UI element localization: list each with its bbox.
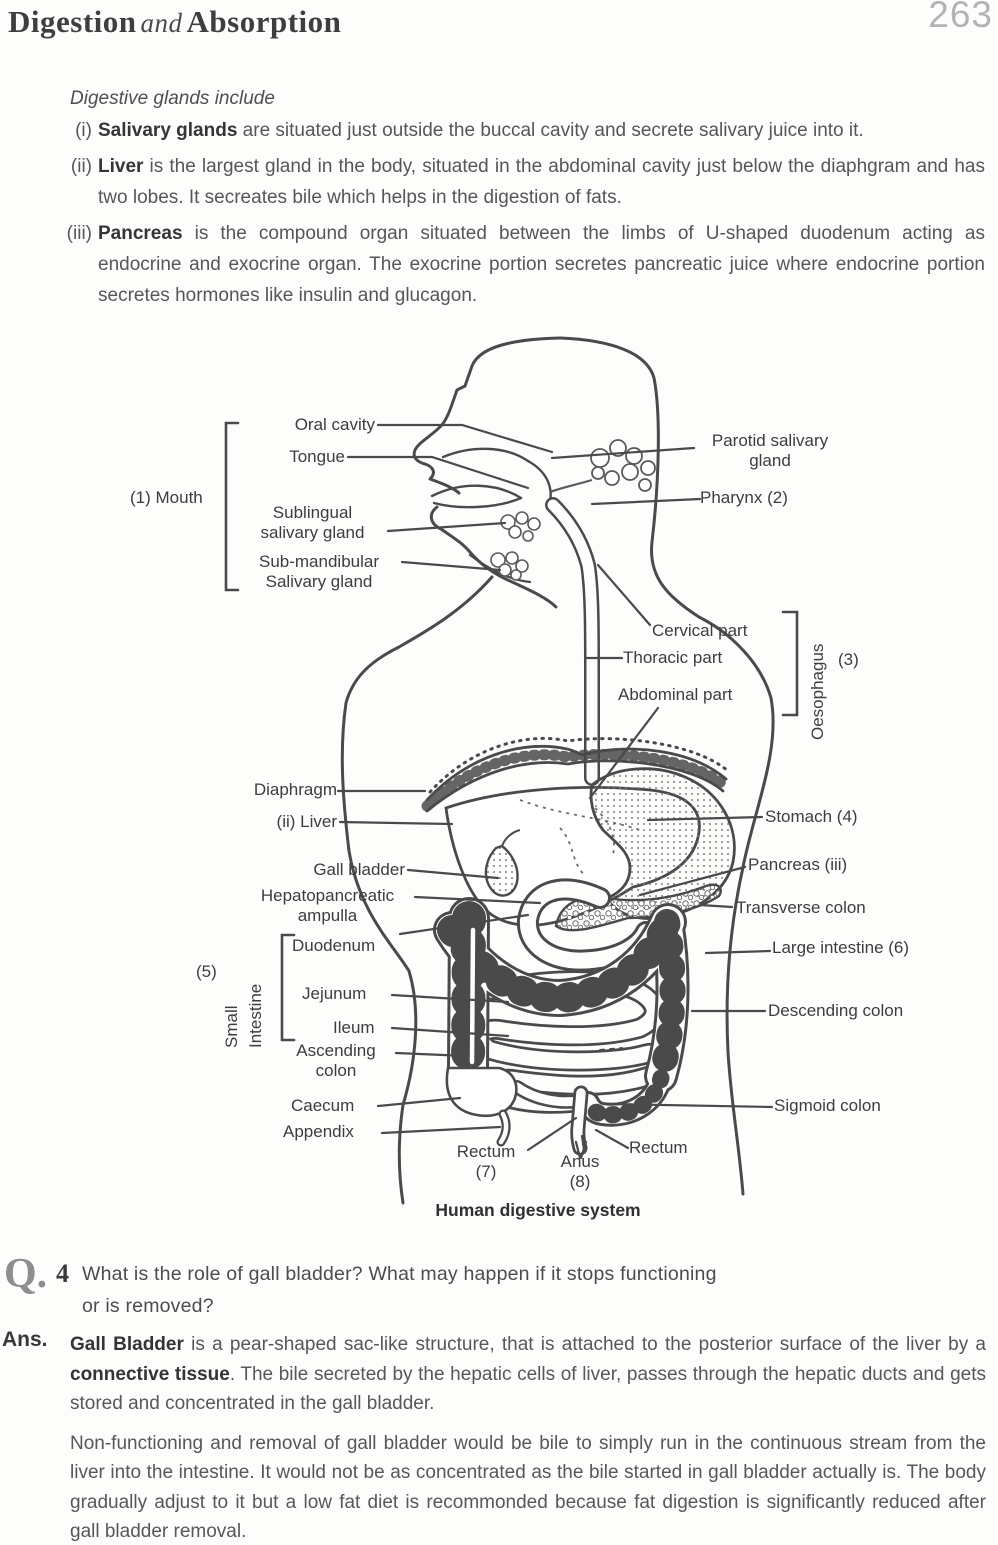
label-stomach: Stomach (4) xyxy=(765,807,858,826)
answer-span: is a pear-shaped sac-like structure, tha… xyxy=(183,1334,986,1355)
answer-text: Gall Bladder is a pear-shaped sac-like s… xyxy=(70,1330,986,1545)
list-text: is the compound organ situated between t… xyxy=(98,223,985,306)
sublingual-gland xyxy=(500,511,541,542)
mouth-interior xyxy=(430,447,552,509)
label-sigmoid-colon: Sigmoid colon xyxy=(774,1096,881,1115)
duodenum xyxy=(516,878,657,972)
label-parotid: Parotid salivary gland xyxy=(711,431,829,470)
label-rectum-right: Rectum xyxy=(629,1138,688,1157)
oesophagus xyxy=(545,497,600,786)
label-ileum: Ileum xyxy=(333,1018,375,1037)
parotid-gland xyxy=(549,439,656,494)
label-caecum: Caecum xyxy=(291,1096,355,1115)
label-rectum-bottom: Rectum (7) xyxy=(456,1142,516,1181)
label-ascending-colon: Ascending colon xyxy=(296,1041,376,1080)
intro-section: Digestive glands include (i) Salivary gla… xyxy=(67,83,985,316)
label-liver: (ii) Liver xyxy=(276,812,337,831)
diaphragm xyxy=(421,737,730,813)
answer-term-gall-bladder: Gall Bladder xyxy=(70,1334,184,1355)
leader-lines xyxy=(336,423,774,1152)
intro-lead: Digestive glands include xyxy=(70,88,275,109)
label-thoracic: Thoracic part xyxy=(623,648,723,667)
label-abdominal: Abdominal part xyxy=(618,685,733,704)
answer-paragraph: Non-functioning and removal of gall blad… xyxy=(70,1432,986,1543)
label-diaphragm: Diaphragm xyxy=(253,780,337,799)
label-anus: Anus (8) xyxy=(560,1152,600,1191)
appendix xyxy=(496,1109,511,1147)
label-submandibular: Sub-mandibular Salivary gland xyxy=(258,552,379,591)
caecum xyxy=(445,1066,518,1147)
answer-term-connective-tissue: connective tissue xyxy=(70,1363,230,1385)
list-text: is the largest gland in the body, situat… xyxy=(98,156,985,208)
label-tongue: Tongue xyxy=(289,447,345,466)
list-marker: (i) xyxy=(75,120,92,141)
label-transverse-colon: Transverse colon xyxy=(736,898,866,917)
title-part2: Absorption xyxy=(186,4,342,39)
label-oesophagus: Oesophagus xyxy=(808,643,827,740)
title-part1: Digestion xyxy=(8,4,137,39)
label-oesophagus-num: (3) xyxy=(838,650,859,669)
label-jejunum: Jejunum xyxy=(302,984,367,1003)
label-gall-bladder: Gall bladder xyxy=(313,860,405,879)
list-marker: (iii) xyxy=(66,223,92,244)
list-item: (iii) Pancreas is the compound organ situ… xyxy=(67,218,985,311)
page-number: 263 xyxy=(928,0,993,35)
list-marker: (ii) xyxy=(70,156,92,177)
label-appendix: Appendix xyxy=(283,1122,354,1141)
label-mouth: (1) Mouth xyxy=(130,488,203,507)
label-small-intestine-num: (5) xyxy=(196,962,217,981)
label-oral-cavity: Oral cavity xyxy=(294,415,375,434)
question-mark-ornament: Q. xyxy=(4,1251,48,1297)
list-text: are situated just outside the buccal cav… xyxy=(237,120,864,141)
gall-bladder xyxy=(484,829,521,897)
list-term: Salivary glands xyxy=(98,120,238,141)
label-sublingual: Sublingual salivary gland xyxy=(260,503,365,542)
label-duodenum: Duodenum xyxy=(292,936,376,955)
digestive-system-drawing xyxy=(224,336,799,1205)
submandibular-gland xyxy=(490,551,529,581)
list-term: Pancreas xyxy=(98,223,183,244)
title-conjunction: and xyxy=(140,8,183,38)
label-large-intestine: Large intestine (6) xyxy=(772,938,910,957)
list-item: (i) Salivary glands are situated just out… xyxy=(68,115,985,146)
list-item: (ii) Liver is the largest gland in the bo… xyxy=(68,151,985,213)
answer-paragraph: Gall Bladder is a pear-shaped sac-like s… xyxy=(70,1330,986,1419)
label-pharynx: Pharynx (2) xyxy=(700,488,788,507)
question-text: What is the role of gall bladder? What m… xyxy=(82,1263,717,1317)
label-small-intestine: Small Intestine xyxy=(222,983,265,1048)
large-intestine xyxy=(433,897,690,1127)
answer-label: Ans. xyxy=(2,1328,48,1351)
list-term: Liver xyxy=(98,156,144,177)
label-descending-colon: Descending colon xyxy=(768,1001,904,1020)
question-number: 4 xyxy=(56,1259,69,1288)
figure-caption: Human digestive system xyxy=(435,1200,641,1220)
answer-span: . The bile secreted by the hepatic cells… xyxy=(70,1363,987,1415)
brackets xyxy=(224,421,799,1042)
label-pancreas: Pancreas (iii) xyxy=(748,855,848,874)
label-hepatopancreatic: Hepatopancreatic ampulla xyxy=(260,886,395,925)
label-cervical: Cervical part xyxy=(652,621,748,640)
